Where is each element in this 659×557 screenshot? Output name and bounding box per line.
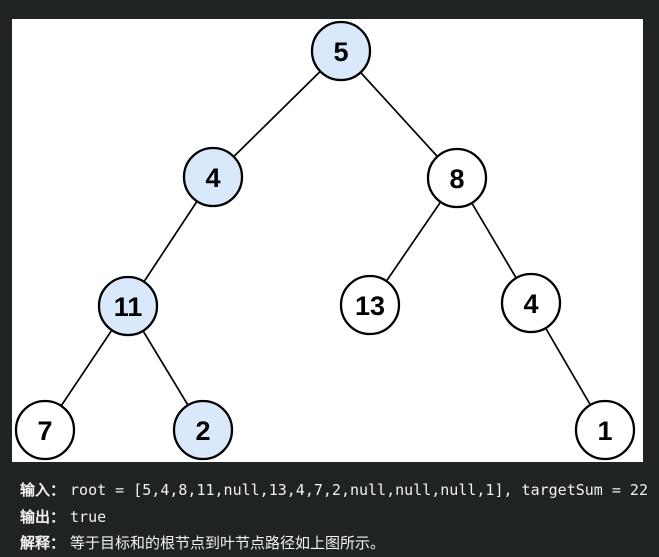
tree-svg: 5 4 8 11 13 4 7 2 1 bbox=[14, 20, 636, 461]
output-value: true bbox=[70, 507, 107, 526]
tree-node-circle bbox=[310, 20, 372, 82]
tree-node-value: 2 bbox=[195, 416, 210, 446]
tree-diagram-canvas: 5 4 8 11 13 4 7 2 1 bbox=[12, 19, 643, 462]
tree-node-1: 1 bbox=[574, 399, 636, 461]
tree-node-circle bbox=[14, 399, 76, 461]
tree-node-value: 11 bbox=[114, 292, 143, 322]
example-output-line: 输出：true bbox=[20, 504, 650, 531]
tree-node-value: 4 bbox=[205, 163, 220, 193]
tree-node-circle bbox=[172, 399, 234, 461]
tree-node-circle bbox=[500, 272, 562, 334]
explanation-label: 解释： bbox=[20, 534, 66, 552]
example-input-line: 输入：root = [5,4,8,11,null,13,4,7,2,null,n… bbox=[20, 477, 650, 504]
tree-node-value: 5 bbox=[333, 37, 348, 67]
tree-node-value: 8 bbox=[449, 164, 464, 194]
tree-node-circle bbox=[426, 147, 488, 209]
tree-node-circle bbox=[182, 146, 244, 208]
tree-node-value: 4 bbox=[523, 289, 538, 319]
tree-node-11-highlighted: 11 bbox=[97, 275, 159, 337]
example-explanation-line: 解释：等于目标和的根节点到叶节点路径如上图所示。 bbox=[20, 530, 650, 557]
tree-node-7: 7 bbox=[14, 399, 76, 461]
tree-node-8: 8 bbox=[426, 147, 488, 209]
tree-node-circle bbox=[339, 274, 401, 336]
example-caption: 输入：root = [5,4,8,11,null,13,4,7,2,null,n… bbox=[20, 477, 650, 557]
tree-node-value: 13 bbox=[355, 291, 385, 321]
explanation-value: 等于目标和的根节点到叶节点路径如上图所示。 bbox=[70, 534, 386, 552]
tree-node-2-highlighted: 2 bbox=[172, 399, 234, 461]
tree-node-13: 13 bbox=[339, 274, 401, 336]
tree-node-circle bbox=[97, 275, 159, 337]
tree-node-5-highlighted: 5 bbox=[310, 20, 372, 82]
tree-node-4: 4 bbox=[500, 272, 562, 334]
tree-node-value: 7 bbox=[37, 416, 52, 446]
input-label: 输入： bbox=[20, 481, 66, 499]
output-label: 输出： bbox=[20, 507, 66, 526]
input-value: root = [5,4,8,11,null,13,4,7,2,null,null… bbox=[70, 481, 648, 499]
tree-node-circle bbox=[574, 399, 636, 461]
tree-node-value: 1 bbox=[597, 416, 612, 446]
tree-node-4-highlighted: 4 bbox=[182, 146, 244, 208]
